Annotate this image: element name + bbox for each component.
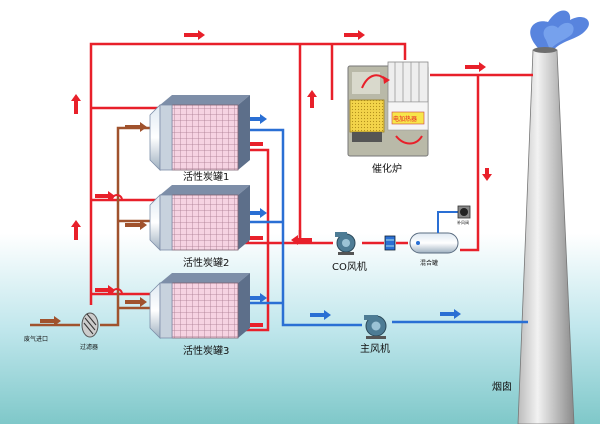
mixing-tank	[409, 232, 459, 254]
supply-valve	[457, 205, 471, 219]
label-tank-1: 活性炭罐1	[183, 172, 230, 183]
label-supply-valve: 补风阀	[457, 220, 469, 225]
label-filter: 过滤器	[80, 344, 99, 351]
inline-valve	[384, 235, 396, 251]
label-co-fan: CO风机	[332, 262, 367, 273]
air-supply-pipe	[437, 211, 460, 233]
main-fan	[364, 315, 387, 339]
smoke-highlight	[543, 22, 574, 50]
label-main-fan: 主风机	[360, 344, 390, 355]
carbon-tank-1	[149, 95, 250, 171]
label-electric-heater: 电加热器	[393, 116, 418, 123]
filter	[81, 312, 99, 338]
label-waste-gas-inlet: 废气进口	[24, 336, 49, 343]
label-tank-2: 活性炭罐2	[183, 258, 230, 269]
catalytic-furnace	[347, 61, 429, 157]
co-fan	[335, 232, 356, 255]
label-catalytic-furnace: 催化炉	[372, 164, 402, 175]
carbon-tank-2	[149, 185, 250, 251]
label-mixing-tank: 混合罐	[420, 260, 439, 267]
pipe-crossings	[111, 194, 123, 295]
label-chimney: 烟囱	[492, 382, 512, 393]
label-tank-3: 活性炭罐3	[183, 346, 230, 357]
carbon-tank-3	[149, 273, 250, 339]
chimney-top	[533, 47, 557, 53]
